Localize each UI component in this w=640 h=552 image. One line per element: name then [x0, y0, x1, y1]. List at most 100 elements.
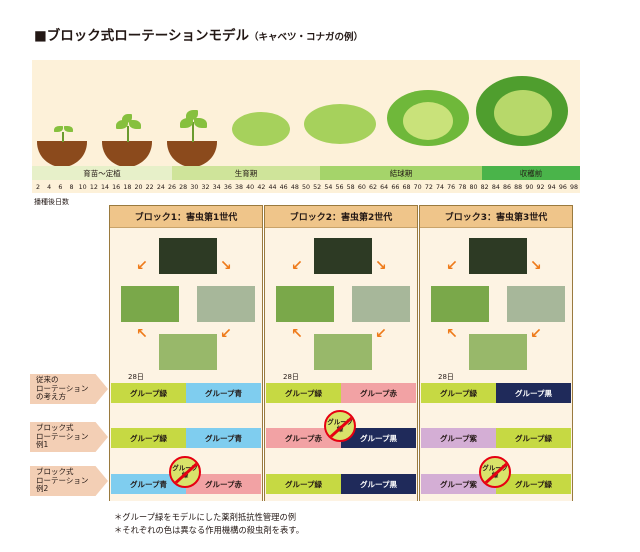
- ban-text-line: 緑: [336, 425, 344, 433]
- egg-closeup-photo: [352, 286, 410, 322]
- seedling-leaf: [129, 120, 141, 129]
- cabbage-mature-head: [494, 90, 552, 136]
- arrow-icon: ↘: [530, 258, 542, 274]
- day-tick: 34: [212, 184, 221, 191]
- day-tick: 64: [380, 184, 389, 191]
- row-label-example-2: ブロック式 ローテーション 例2: [30, 466, 108, 496]
- group-green: グループ緑: [111, 428, 186, 448]
- arrow-icon: ↙: [136, 258, 148, 274]
- day-tick: 48: [290, 184, 299, 191]
- day-tick: 56: [335, 184, 344, 191]
- day-tick: 32: [201, 184, 210, 191]
- day-tick: 4: [47, 184, 52, 191]
- seedling-leaf: [116, 120, 128, 129]
- group-purple: グループ紫: [421, 428, 496, 448]
- block-1-title: ブロック1：害虫第1世代: [110, 206, 262, 228]
- day-tick: 16: [112, 184, 121, 191]
- row-label-line: 従来の: [36, 375, 59, 384]
- day-tick: 8: [69, 184, 74, 191]
- stage-growth-label: 生育期: [234, 168, 258, 178]
- ban-text-line: プ: [346, 417, 353, 426]
- soil-mound: [37, 141, 87, 167]
- stage-seedling-label: 育苗〜定植: [83, 168, 121, 178]
- row-label-conventional: 従来の ローテーション の考え方: [30, 374, 108, 404]
- axis-caption: 播種後日数: [34, 198, 69, 206]
- larva-photo: [159, 334, 217, 370]
- egg-closeup-photo: [197, 286, 255, 322]
- day-tick: 18: [123, 184, 132, 191]
- day-tick: 60: [357, 184, 366, 191]
- soil-mound: [167, 141, 217, 167]
- day-tick: 46: [279, 184, 288, 191]
- day-tick: 36: [223, 184, 232, 191]
- stage-heading: 結球期: [320, 166, 482, 180]
- day-tick: 62: [368, 184, 378, 191]
- moth-photo: [314, 238, 372, 274]
- day-tick: 90: [525, 184, 534, 191]
- group-purple: グループ紫: [421, 474, 496, 494]
- day-tick: 96: [558, 184, 567, 191]
- arrow-icon: ↘: [220, 258, 232, 274]
- stage-seedling: 育苗〜定植: [32, 166, 172, 180]
- ban-text: グループ緑: [482, 464, 508, 479]
- cycle-days: 28日: [128, 373, 144, 381]
- day-tick: 40: [246, 184, 255, 191]
- day-tick: 44: [268, 184, 277, 191]
- row-label-line: 例2: [36, 484, 49, 494]
- block-2: ブロック2：害虫第2世代 ↙ ↘ ↖ ↙ 28日: [264, 205, 418, 501]
- day-tick: 88: [514, 184, 523, 191]
- ban-text-line: 緑: [181, 471, 189, 479]
- row-label-line: 例1: [36, 440, 49, 450]
- moth-photo: [469, 238, 527, 274]
- day-tick: 86: [502, 184, 512, 191]
- seedling-leaf: [180, 118, 193, 128]
- ban-text: グループ緑: [327, 417, 353, 433]
- arrow-icon: ↙: [375, 326, 387, 342]
- seedling-stem: [127, 126, 129, 142]
- day-tick: 68: [402, 184, 411, 191]
- cycle-days: 28日: [283, 373, 299, 381]
- day-tick: 14: [100, 184, 110, 191]
- seedling-leaf: [122, 114, 132, 123]
- ban-text-line: グルー: [327, 417, 347, 426]
- cabbage-growth-2: [304, 104, 376, 144]
- group-red: グループ赤: [341, 383, 416, 403]
- day-tick: 72: [424, 184, 433, 191]
- note-1: ＊グループ緑をモデルにした薬剤抵抗性管理の例: [114, 512, 297, 522]
- group-blue: グループ青: [186, 383, 261, 403]
- day-tick: 22: [145, 184, 154, 191]
- row-label-example-1: ブロック式 ローテーション 例1: [30, 422, 108, 452]
- day-tick: 30: [190, 184, 199, 191]
- group-blue: グループ青: [186, 428, 261, 448]
- day-tick: 52: [313, 184, 322, 191]
- egg-photo: [431, 286, 489, 322]
- block-2-body: ↙ ↘ ↖ ↙ 28日: [265, 228, 417, 501]
- day-tick: 26: [167, 184, 177, 191]
- group-green: グループ緑: [421, 383, 496, 403]
- soil-mound: [102, 141, 152, 167]
- moth-photo: [159, 238, 217, 274]
- row-label-line: ブロック式: [36, 423, 74, 432]
- day-tick: 66: [391, 184, 400, 191]
- group-green: グループ緑: [111, 383, 186, 403]
- day-tick: 6: [58, 184, 63, 191]
- group-green: グループ緑: [266, 474, 341, 494]
- arrow-icon: ↖: [446, 326, 458, 342]
- arrow-icon: ↙: [291, 258, 303, 274]
- larva-photo: [314, 334, 372, 370]
- group-green: グループ緑: [496, 474, 571, 494]
- day-tick: 70: [413, 184, 422, 191]
- cycle-days: 28日: [438, 373, 454, 381]
- group-green: グループ緑: [496, 428, 571, 448]
- day-tick: 80: [469, 184, 478, 191]
- seedling-stem: [62, 132, 64, 142]
- seedling-leaf: [54, 126, 63, 132]
- ban-text: グループ緑: [172, 464, 198, 479]
- arrow-icon: ↘: [375, 258, 387, 274]
- egg-closeup-photo: [507, 286, 565, 322]
- day-tick: 38: [234, 184, 244, 191]
- cabbage-growth-1: [232, 112, 290, 146]
- group-navy: グループ黒: [341, 428, 416, 448]
- day-tick: 10: [78, 184, 87, 191]
